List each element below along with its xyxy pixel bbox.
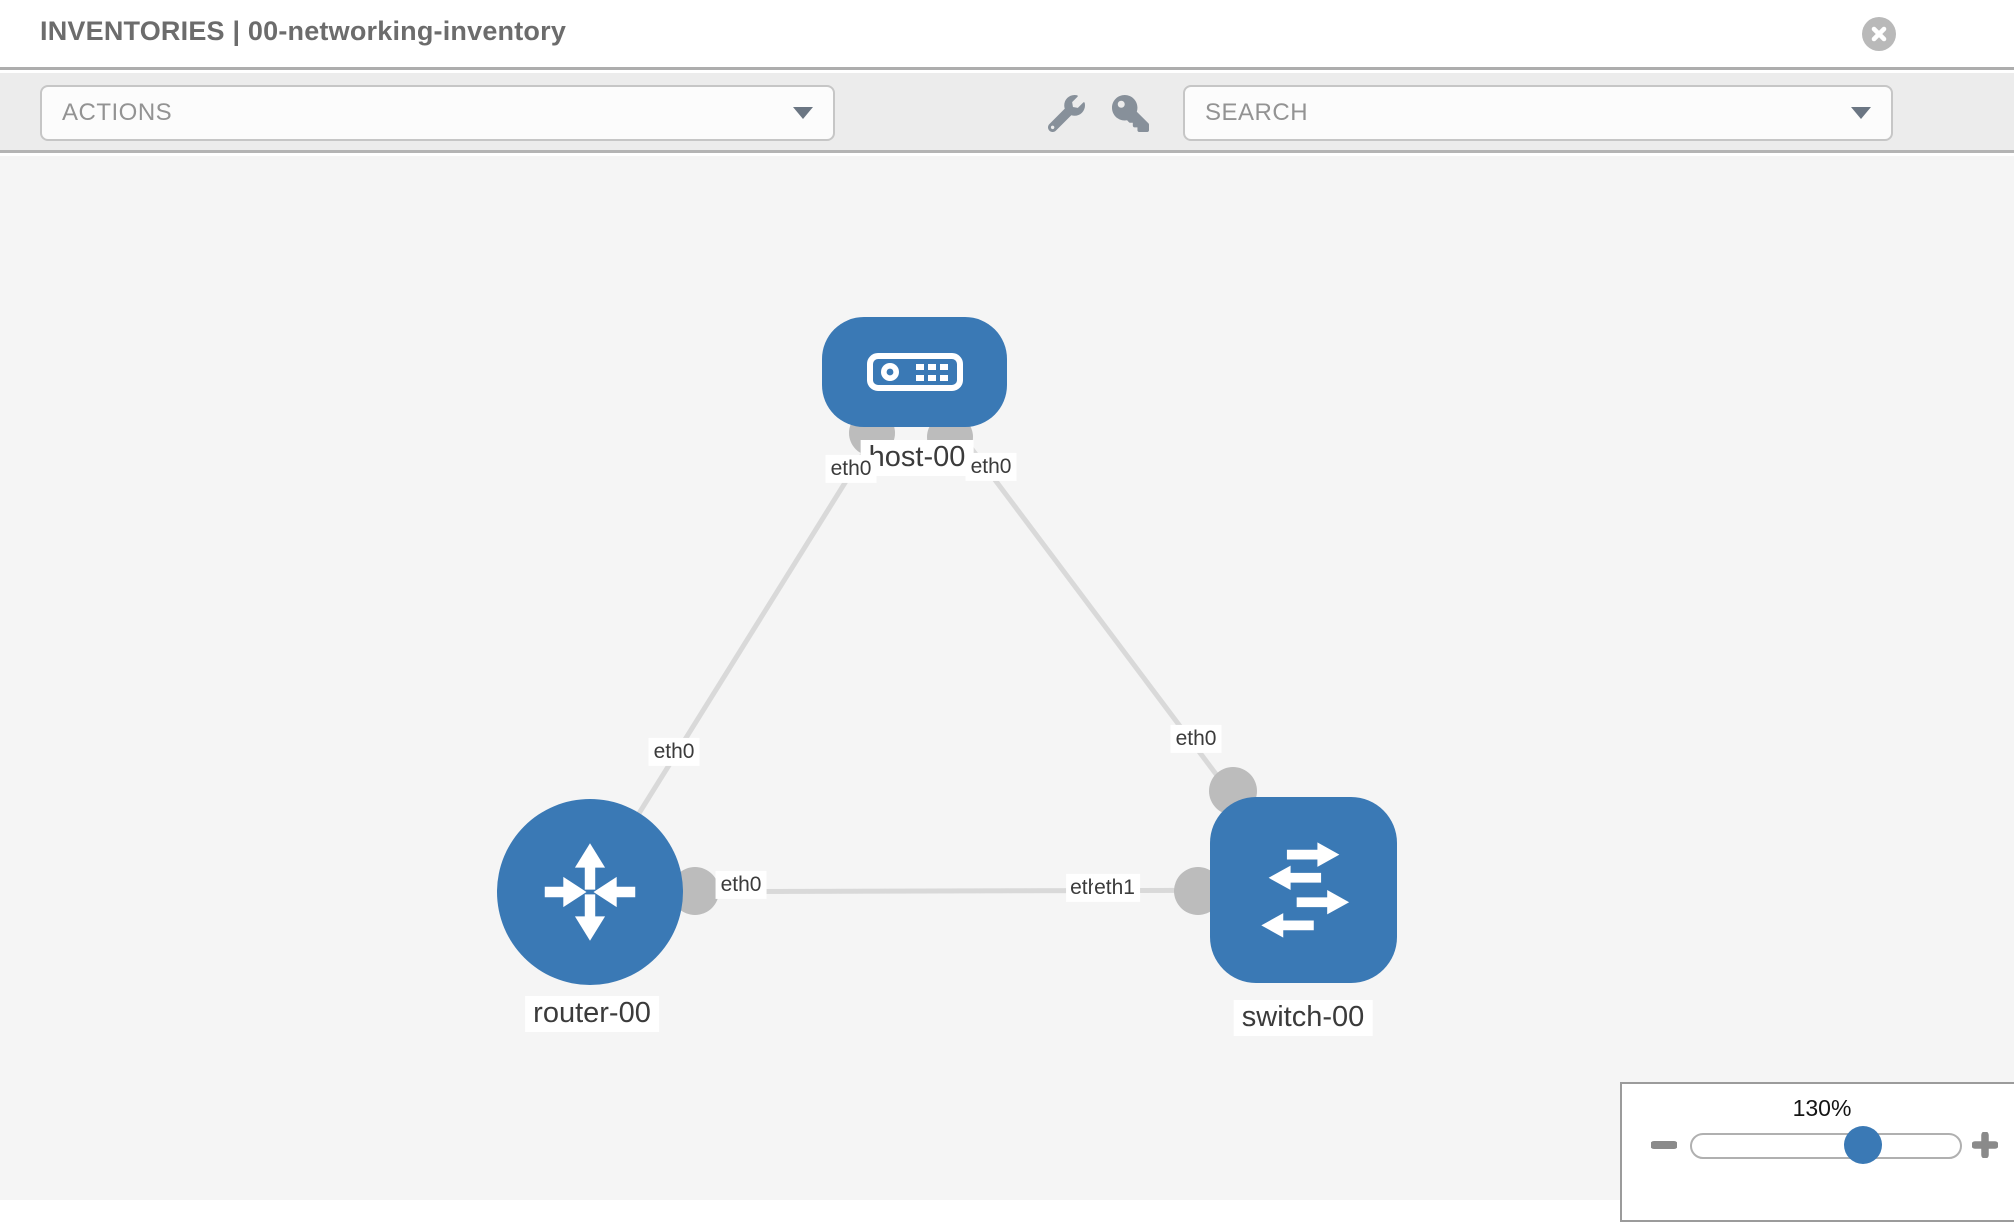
minus-icon (1650, 1141, 1678, 1149)
plus-icon (1971, 1131, 1999, 1159)
close-icon (1871, 26, 1887, 42)
host-icon (866, 353, 963, 391)
node-switch[interactable] (1210, 797, 1397, 983)
router-icon (544, 843, 636, 941)
search-dropdown[interactable]: SEARCH (1183, 85, 1893, 141)
interface-label-clipped: eth0 (1066, 873, 1094, 903)
wrench-button[interactable] (1047, 94, 1085, 133)
interface-label-overlapping: eth0 eth1 (1066, 873, 1140, 903)
zoom-panel: 130% (1620, 1082, 2014, 1222)
zoom-value: 130% (1792, 1095, 1852, 1121)
interface-label: eth1 (1093, 873, 1140, 903)
zoom-in-button[interactable] (1971, 1131, 1999, 1159)
toolbar: ACTIONS SEARCH (0, 73, 2014, 153)
interface-label: eth0 (715, 870, 767, 900)
interface-label: eth0 (648, 737, 700, 767)
close-button[interactable] (1862, 17, 1896, 51)
switch-icon (1260, 842, 1349, 938)
node-label-host: host-00 (860, 440, 974, 476)
interface-label: eth0 (965, 452, 1017, 482)
zoom-slider-track[interactable] (1690, 1126, 1962, 1164)
key-button[interactable] (1112, 95, 1149, 132)
node-label-router: router-00 (525, 996, 659, 1032)
topology-canvas[interactable]: host-00 router-00 switch-00 eth0 eth0 et… (0, 156, 2014, 1200)
interface-label: eth0 (825, 454, 877, 484)
zoom-out-button[interactable] (1650, 1132, 1678, 1158)
page-title: INVENTORIES | 00-networking-inventory (40, 16, 567, 46)
node-label-switch: switch-00 (1233, 1000, 1373, 1036)
topology-links-layer (587, 370, 1305, 915)
node-router[interactable] (497, 799, 683, 985)
port-circle[interactable] (671, 867, 719, 915)
search-dropdown-label: SEARCH (1205, 99, 1309, 126)
key-icon (1112, 95, 1149, 132)
wrench-icon (1047, 94, 1085, 133)
header: INVENTORIES | 00-networking-inventory (0, 0, 2014, 70)
zoom-slider-handle[interactable] (1844, 1126, 1882, 1164)
actions-dropdown[interactable]: ACTIONS (40, 85, 835, 141)
node-host[interactable] (822, 317, 1007, 427)
interface-label: eth0 (1170, 724, 1222, 754)
actions-dropdown-label: ACTIONS (62, 99, 173, 126)
chevron-down-icon (793, 107, 813, 119)
chevron-down-icon (1851, 107, 1871, 119)
